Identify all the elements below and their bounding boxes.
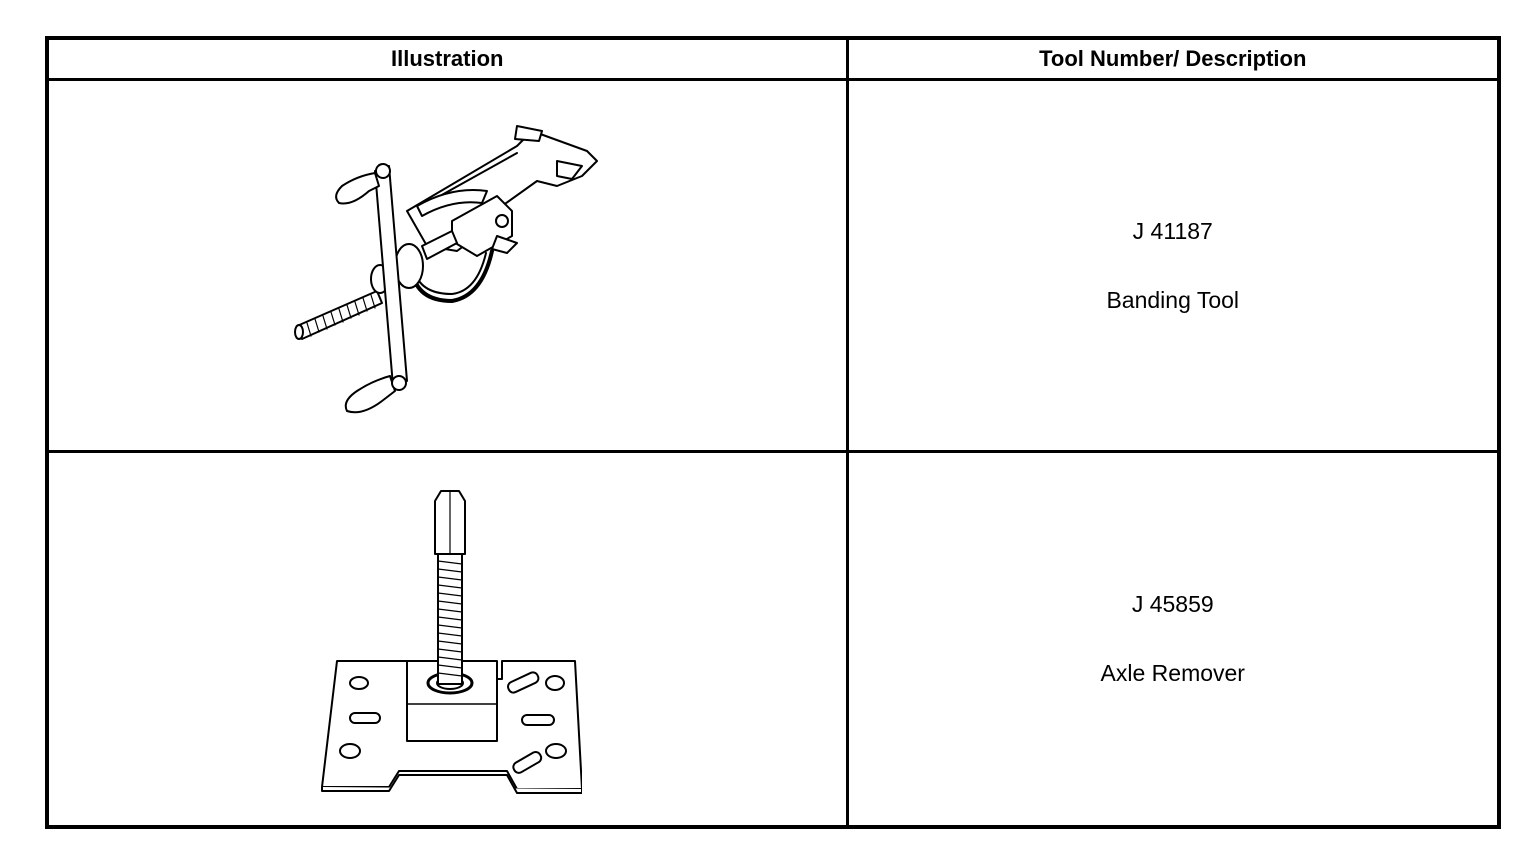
tool-description-cell: J 45859 Axle Remover <box>845 450 1501 829</box>
tool-number: J 45859 <box>1131 591 1214 618</box>
illustration-cell <box>45 450 849 829</box>
tool-number: J 41187 <box>1132 217 1213 244</box>
banding-tool-drawing <box>294 124 599 413</box>
table-row: J 45859 Axle Remover <box>45 450 1501 829</box>
special-tools-table: Illustration Tool Number/ Description <box>45 36 1501 829</box>
illustration-header: Illustration <box>45 36 849 81</box>
tool-description-header: Tool Number/ Description <box>845 36 1501 81</box>
tool-description-cell: J 41187 Banding Tool <box>845 77 1501 454</box>
table-row: J 41187 Banding Tool <box>45 77 1501 454</box>
illustration-cell <box>45 77 849 454</box>
tool-description: Axle Remover <box>1100 660 1245 687</box>
header-row: Illustration Tool Number/ Description <box>45 36 1501 81</box>
axle-remover-drawing <box>321 490 583 795</box>
tool-description: Banding Tool <box>1106 286 1240 313</box>
